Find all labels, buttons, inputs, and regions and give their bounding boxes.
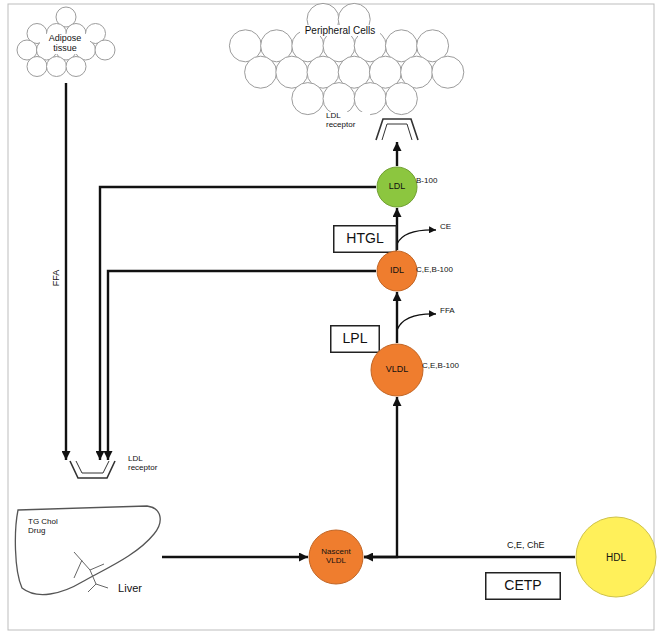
ldl-particle: LDL — [376, 166, 418, 208]
ffa-flow — [65, 83, 67, 460]
enzyme-box: HTGL — [333, 225, 397, 253]
idl-particle: IDL — [376, 250, 418, 292]
adipose-cloud: Adipose tissue — [18, 8, 113, 83]
node-label: VLDL — [370, 365, 424, 375]
frame — [8, 4, 654, 630]
particle-circle — [576, 517, 656, 597]
receptor-symbol — [376, 119, 418, 140]
release-label: CE — [440, 223, 451, 232]
ce-release-arrow — [397, 230, 436, 244]
enzyme-box: LPL — [330, 325, 380, 353]
node-label: CETP — [485, 578, 561, 593]
particle-circle — [371, 344, 423, 396]
edge-label: C,E, ChE — [506, 541, 546, 551]
uptake-arrow — [108, 271, 376, 460]
cell-outline — [292, 83, 324, 115]
conversion-arrow — [396, 292, 398, 343]
apoprotein-label: C,E,B-100 — [422, 362, 459, 371]
node-label: TG Chol Drug — [28, 518, 58, 536]
node-label: LPL — [330, 331, 380, 346]
box-outline — [331, 326, 380, 353]
cell-outline — [95, 40, 115, 60]
liver-organ: TG Chol DrugLiver — [12, 460, 162, 610]
transfer-arrow — [364, 556, 575, 558]
edge-label: FFA — [52, 259, 62, 297]
node-label: Peripheral Cells — [300, 25, 380, 36]
liver-vessels — [74, 552, 108, 592]
cell-outline — [47, 57, 67, 77]
apoprotein-label: B-100 — [416, 177, 437, 186]
receptor-symbol — [382, 124, 412, 140]
nascent-vldl-particle: Nascent VLDL — [308, 529, 364, 585]
uptake-arrow — [396, 142, 398, 166]
box-outline — [486, 573, 561, 600]
receptor-label: LDL receptor — [326, 112, 370, 130]
node-heading: Liver — [108, 582, 152, 594]
cell-outline — [323, 83, 355, 115]
apoprotein-label: C,E,B-100 — [416, 266, 453, 275]
particle-circle — [309, 530, 363, 584]
ffa-release-arrow — [397, 314, 436, 330]
vldl-particle: VLDL — [370, 343, 424, 397]
node-label: Adipose tissue — [40, 34, 90, 54]
node-label: IDL — [376, 266, 418, 276]
node-label: Nascent VLDL — [308, 548, 364, 566]
hdl-particle: HDL — [575, 516, 657, 598]
cell-outline — [245, 56, 277, 88]
secretion-arrow — [162, 556, 308, 558]
cell-outline — [432, 56, 464, 88]
node-label: LDL — [376, 182, 418, 192]
receptor-label: LDL receptor — [128, 455, 172, 473]
enzyme-box: CETP — [485, 572, 561, 600]
cell-outline — [354, 83, 386, 115]
cell-outline — [66, 57, 86, 77]
secretion-arrow — [364, 397, 397, 557]
cell-outline — [385, 83, 417, 115]
receptor-symbol — [70, 461, 115, 478]
release-label: FFA — [440, 307, 455, 316]
liver-outline — [15, 506, 160, 595]
receptor-symbol — [76, 461, 109, 473]
box-outline — [334, 226, 397, 253]
cell-outline — [27, 57, 47, 77]
node-label: HDL — [575, 552, 657, 563]
particle-circle — [377, 251, 417, 291]
node-label: HTGL — [333, 231, 397, 246]
particle-circle — [377, 167, 417, 207]
